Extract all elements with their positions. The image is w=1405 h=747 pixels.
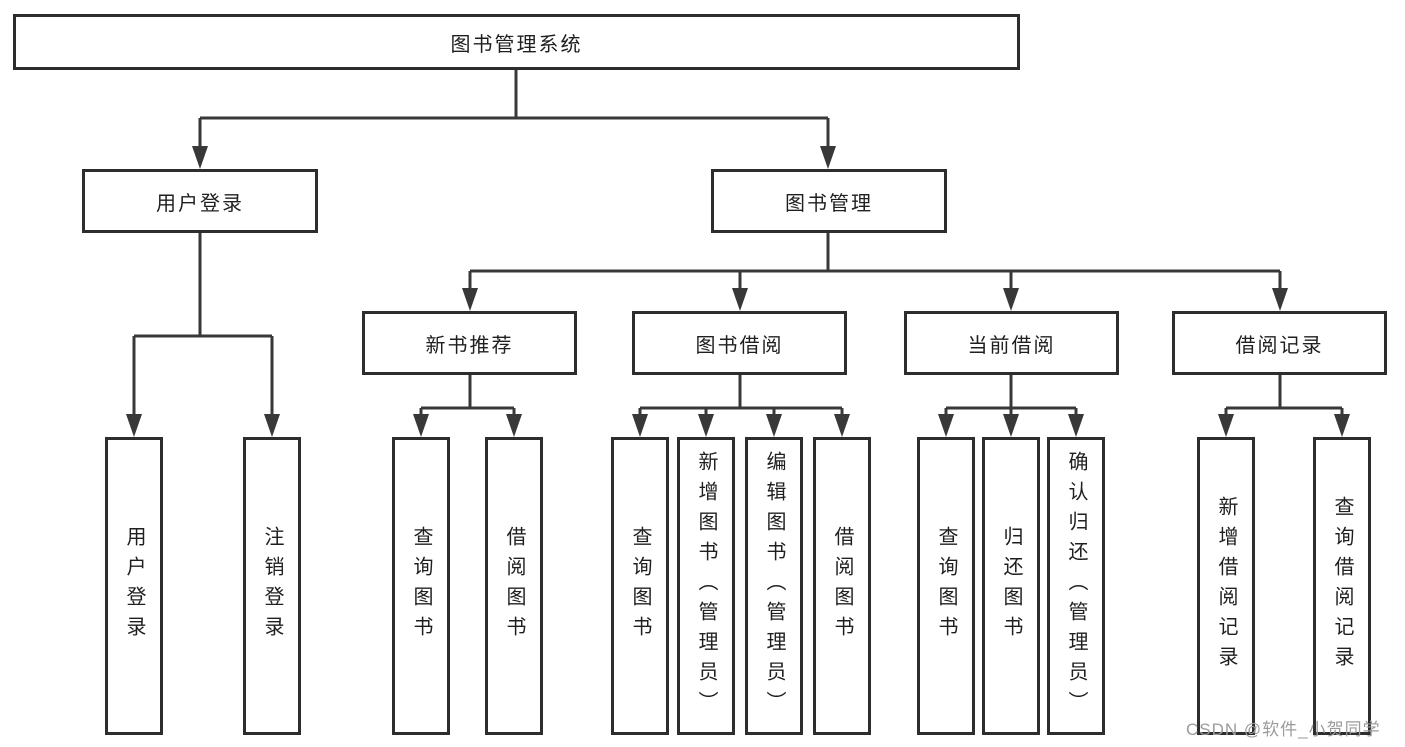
node-user-login: 用户登录 — [82, 169, 318, 233]
watermark: CSDN @软件_小贺同学 — [1186, 720, 1381, 739]
node-label: 当前借阅 — [967, 334, 1056, 357]
node-leaf-confirm-return-admin: 确认归还（管理员） — [1047, 437, 1105, 735]
node-leaf-query-borrow-record: 查询借阅记录 — [1313, 437, 1371, 735]
node-label: 归还图书 — [1000, 526, 1022, 646]
node-leaf-borrow-books-1: 借阅图书 — [485, 437, 543, 735]
node-library-management-system: 图书管理系统 — [13, 14, 1020, 70]
node-label: 图书管理 — [785, 192, 873, 215]
node-label: 新增图书（管理员） — [695, 451, 717, 721]
node-label: 借阅图书 — [831, 526, 853, 646]
node-label: 查询图书 — [629, 526, 651, 646]
node-leaf-add-borrow-record: 新增借阅记录 — [1197, 437, 1255, 735]
node-leaf-add-books-admin: 新增图书（管理员） — [677, 437, 735, 735]
node-label: 查询借阅记录 — [1331, 496, 1353, 676]
node-leaf-borrow-books-2: 借阅图书 — [813, 437, 871, 735]
node-label: 图书借阅 — [695, 334, 784, 357]
node-leaf-edit-books-admin: 编辑图书（管理员） — [745, 437, 803, 735]
node-label: 查询图书 — [935, 526, 957, 646]
node-leaf-query-books-2: 查询图书 — [611, 437, 669, 735]
node-leaf-query-books-1: 查询图书 — [392, 437, 450, 735]
node-label: 借阅图书 — [503, 526, 525, 646]
node-label: 新增借阅记录 — [1215, 496, 1237, 676]
node-label: 注销登录 — [261, 526, 283, 646]
node-label: 新书推荐 — [425, 334, 514, 357]
node-label: 查询图书 — [410, 526, 432, 646]
node-new-book-recommend: 新书推荐 — [362, 311, 577, 375]
node-leaf-logout: 注销登录 — [243, 437, 301, 735]
node-book-management: 图书管理 — [711, 169, 947, 233]
node-label: 借阅记录 — [1235, 334, 1324, 357]
node-label: 确认归还（管理员） — [1065, 451, 1087, 721]
node-label: 用户登录 — [156, 192, 244, 215]
node-label: 图书管理系统 — [450, 33, 583, 56]
node-leaf-return-books: 归还图书 — [982, 437, 1040, 735]
node-book-borrowing: 图书借阅 — [632, 311, 847, 375]
node-label: 用户登录 — [123, 526, 145, 646]
node-label: 编辑图书（管理员） — [763, 451, 785, 721]
node-leaf-user-login: 用户登录 — [105, 437, 163, 735]
node-current-borrowing: 当前借阅 — [904, 311, 1119, 375]
node-leaf-query-books-3: 查询图书 — [917, 437, 975, 735]
node-borrowing-records: 借阅记录 — [1172, 311, 1387, 375]
